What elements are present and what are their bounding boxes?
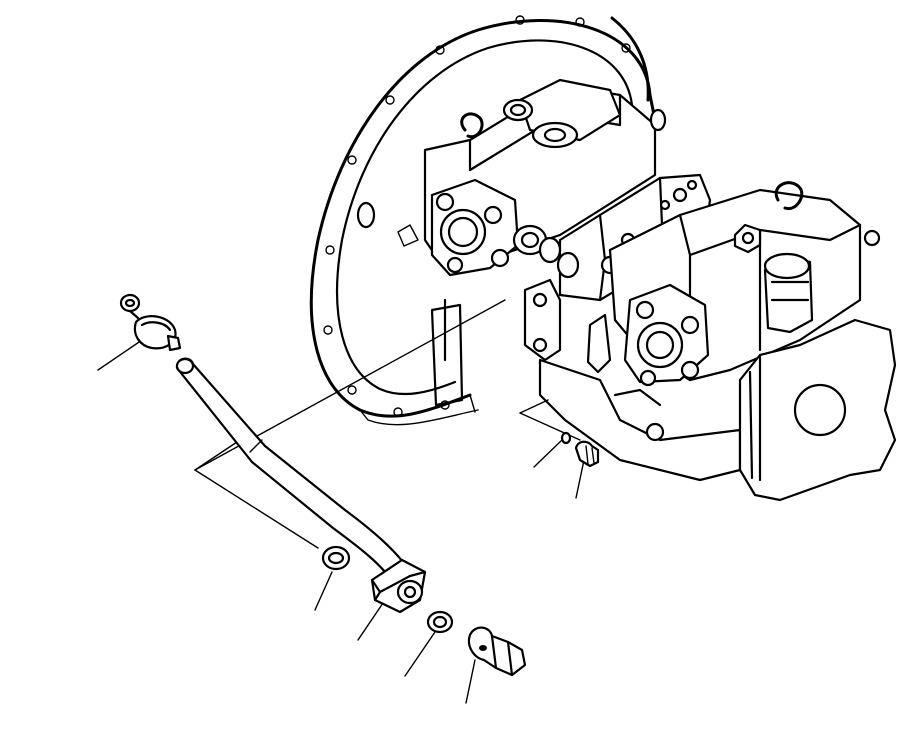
elbow-block	[370, 558, 427, 614]
flywheel-housing-flange	[309, 15, 657, 426]
o-ring	[321, 545, 351, 571]
flange-bolt-holes	[323, 15, 631, 417]
o-ring	[560, 431, 572, 445]
breather	[119, 293, 182, 352]
o-ring	[426, 610, 454, 634]
plug	[467, 626, 527, 677]
pump-assembly	[423, 78, 897, 502]
plug	[574, 440, 600, 468]
tube	[175, 357, 405, 580]
